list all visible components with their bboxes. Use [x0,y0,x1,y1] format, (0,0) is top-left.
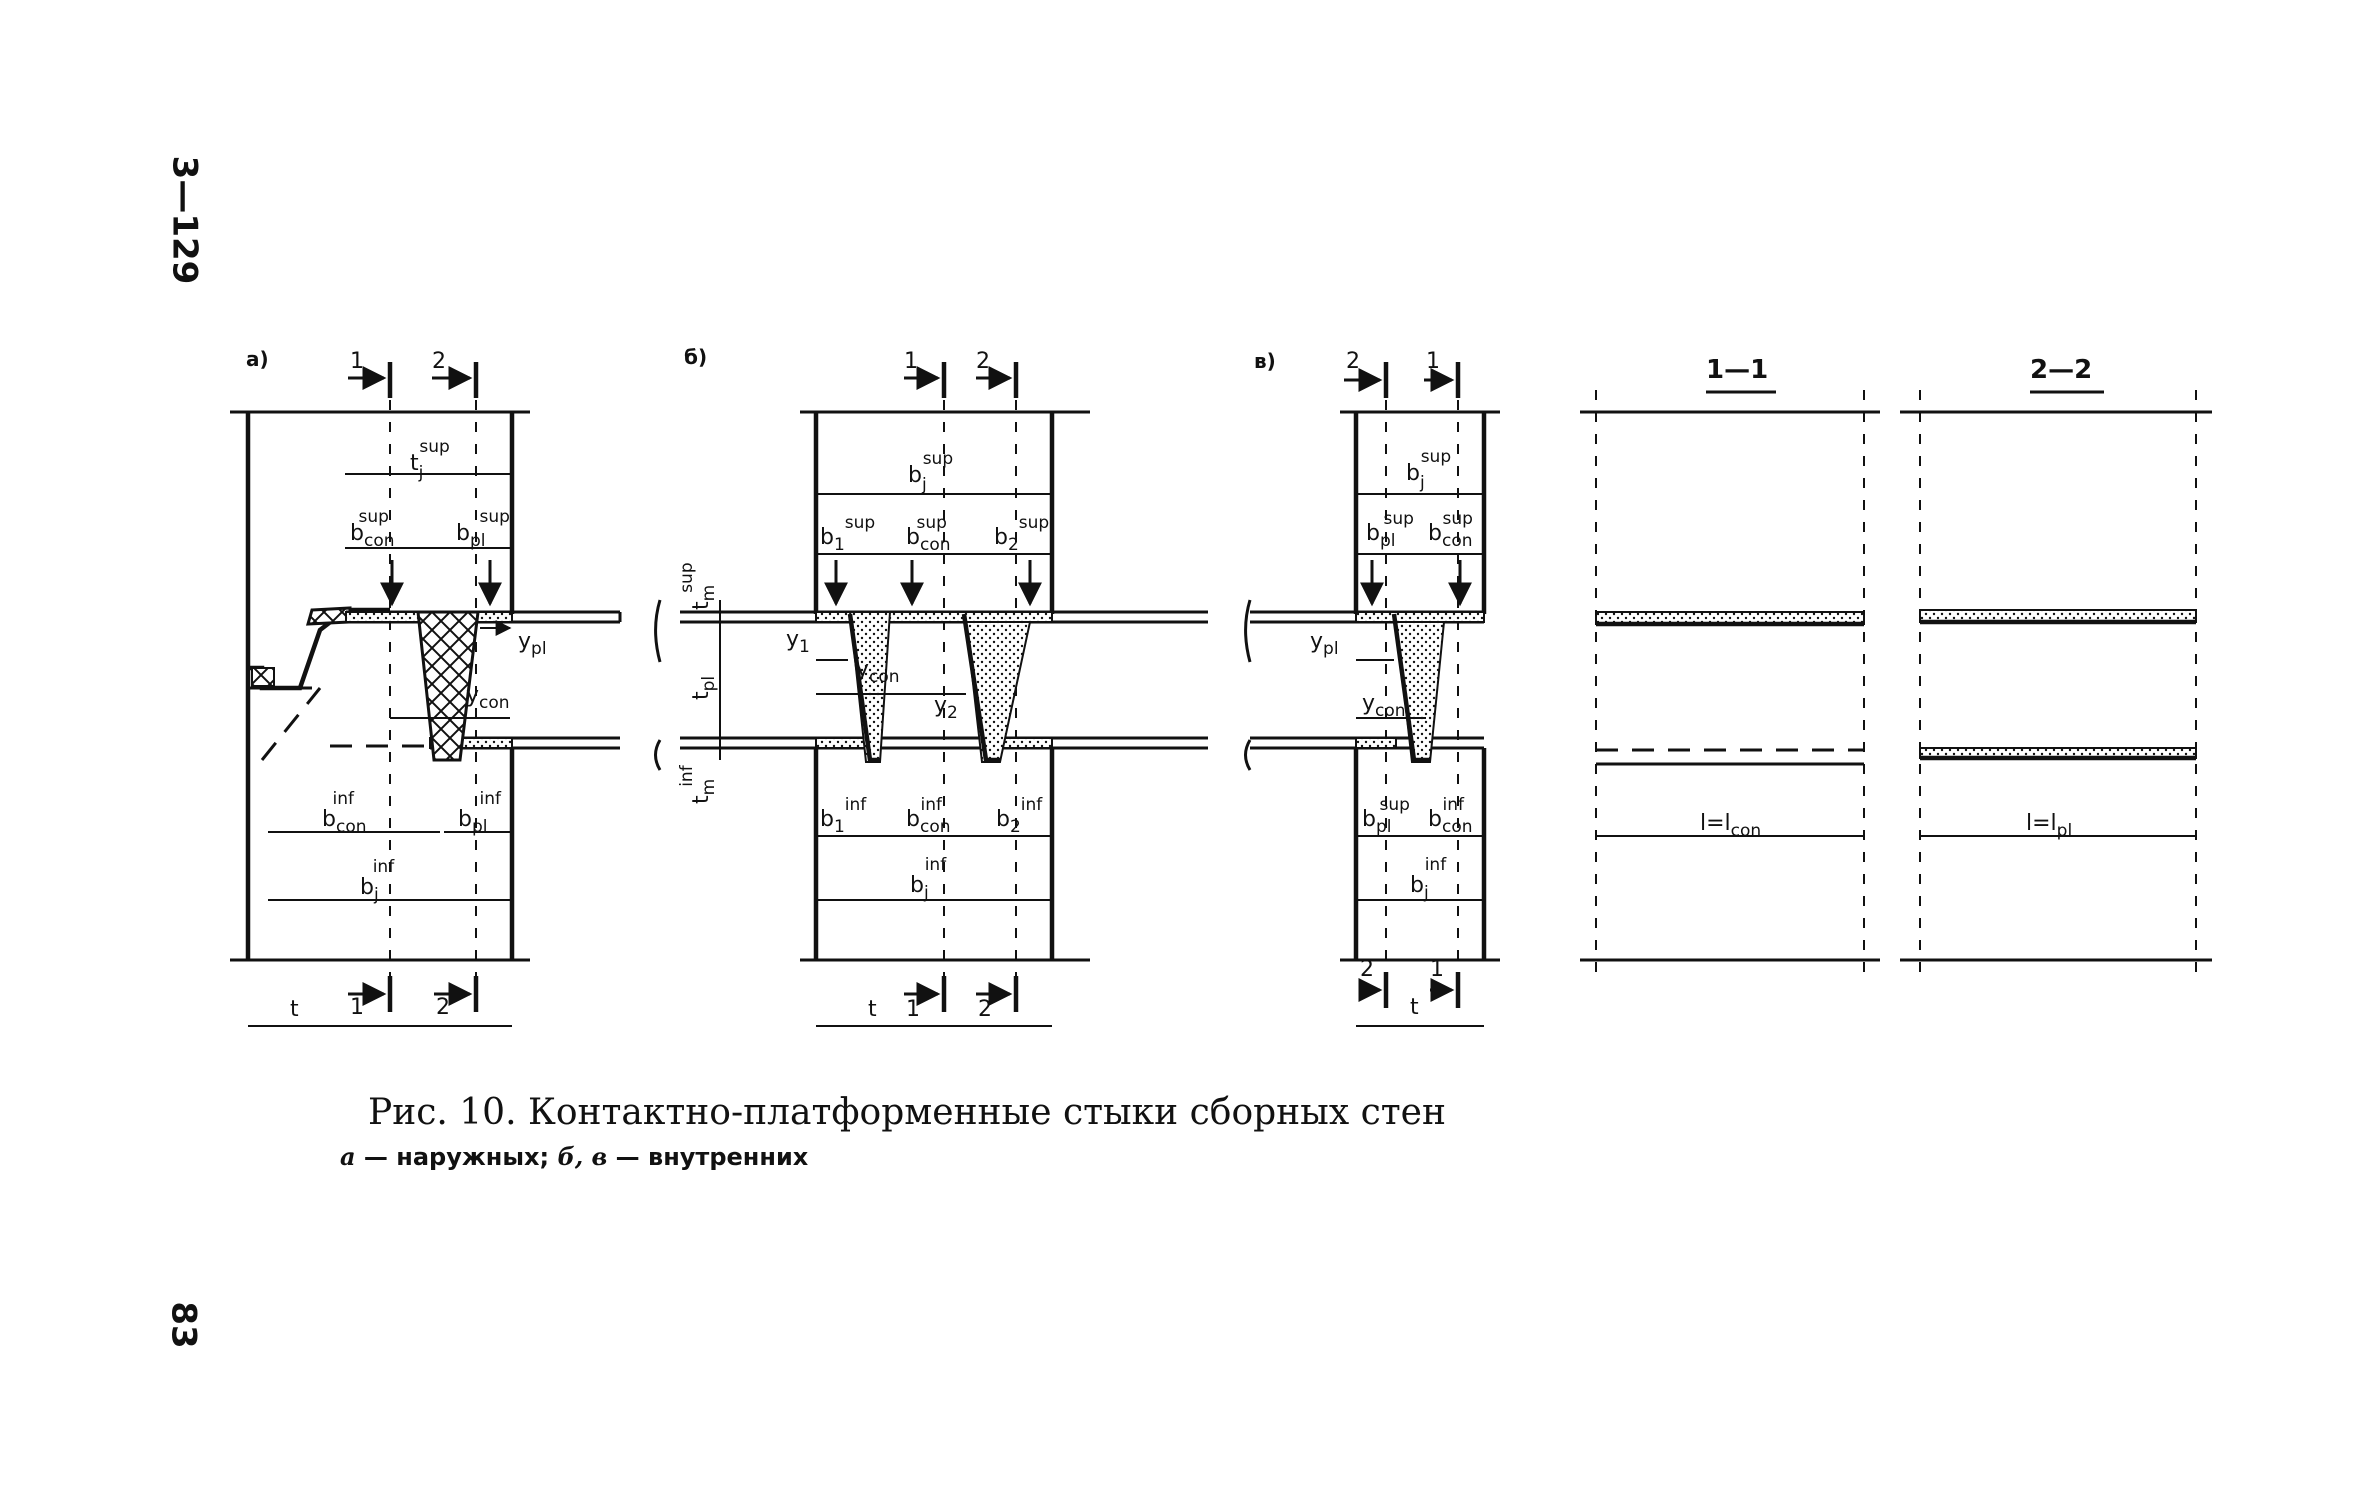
dim-b-pl-inf: bplinf [458,789,502,837]
section-1-1: 1—1 l=lcon [1580,355,1880,980]
dim-b-con-inf-b: bconinf [906,795,951,837]
cut-markers-top-a: 1 2 [348,349,479,398]
cut-label: 2 [1346,349,1360,374]
cut-label: 1 [904,349,918,374]
dim-t-pl: tpl [689,676,719,700]
cut-label: 1 [350,995,364,1020]
dim-y-pl-v: ypl [1310,629,1339,659]
dim-t-m-inf: tminf [677,764,719,804]
cut-label: 2 [978,997,992,1022]
dim-b-j-sup-v: bjsup [1406,447,1451,493]
figure-caption: Рис. 10. Контактно-платформенные стыки с… [368,1092,1446,1133]
cut-label: 1 [1430,957,1444,982]
dim-b-pl-sup: bplsup [456,507,510,551]
dim-b1-sup: b1sup [820,513,875,555]
panel-a: а) 1 2 [230,347,622,1027]
dim-y-con-v: ycon [1362,691,1406,721]
dim-b-j-sup: bjsup [908,449,953,495]
section-1-1-title: 1—1 [1706,355,1768,385]
section-1-1-length: l=lcon [1700,811,1761,841]
figure-legend: а — наружных; б, в — внутренних [340,1142,809,1171]
dim-b-j-inf-b: bjinf [910,855,947,903]
dim-b-con-sup: bconsup [350,507,395,551]
cut-label: 2 [976,349,990,374]
section-2-2-title: 2—2 [2030,355,2092,385]
dim-b-pl-inf-v: bplsup [1362,795,1410,837]
dim-y2: y2 [934,693,958,723]
cut-label: 2 [432,349,446,374]
panel-v-tag: в) [1254,349,1276,373]
dim-b-pl-sup-v: bplsup [1366,509,1414,551]
dim-t-bottom-v: t [1410,995,1419,1020]
dim-b-con-sup-v: bconsup [1428,509,1473,551]
cut-label: 1 [350,349,364,374]
dim-b2-inf: b2inf [996,795,1043,837]
slab-break-marks [654,599,1252,771]
dim-b-con-inf: bconinf [322,789,367,837]
dim-y-con: ycon [466,683,510,713]
dim-y1: y1 [786,627,810,657]
panel-b-tag: б) [684,345,707,369]
section-2-2-length: l=lpl [2026,811,2072,841]
dim-b-con-inf-v: bconinf [1428,795,1473,837]
panel-b: б) 1 2 bjsup b1sup bconsu [677,345,1208,1027]
dim-t-bottom-a: t [290,997,299,1022]
dim-b-j-inf: bjinf [360,857,395,905]
dim-t-bottom-b: t [868,997,877,1022]
dim-t-m-sup: tmsup [677,562,719,610]
section-2-2: 2—2 l=lpl [1900,355,2212,980]
dim-y-con-b: ycon [856,657,900,687]
dim-b2-sup: b2sup [994,513,1049,555]
panel-v: в) 2 1 bjsup bplsup bconsup ypl ycon b [1250,349,1500,1027]
dim-t-sup: tjsup [410,437,450,483]
cut-label: 2 [436,995,450,1020]
dim-b-j-inf-v: bjinf [1410,855,1447,903]
cut-label: 1 [906,997,920,1022]
dim-y-pl: ypl [518,629,547,659]
cut-label: 1 [1426,349,1440,374]
dim-b1-inf: b1inf [820,795,867,837]
dim-b-con-sup-b: bconsup [906,513,951,555]
cut-label: 2 [1360,957,1374,982]
panel-a-tag: а) [246,347,269,371]
